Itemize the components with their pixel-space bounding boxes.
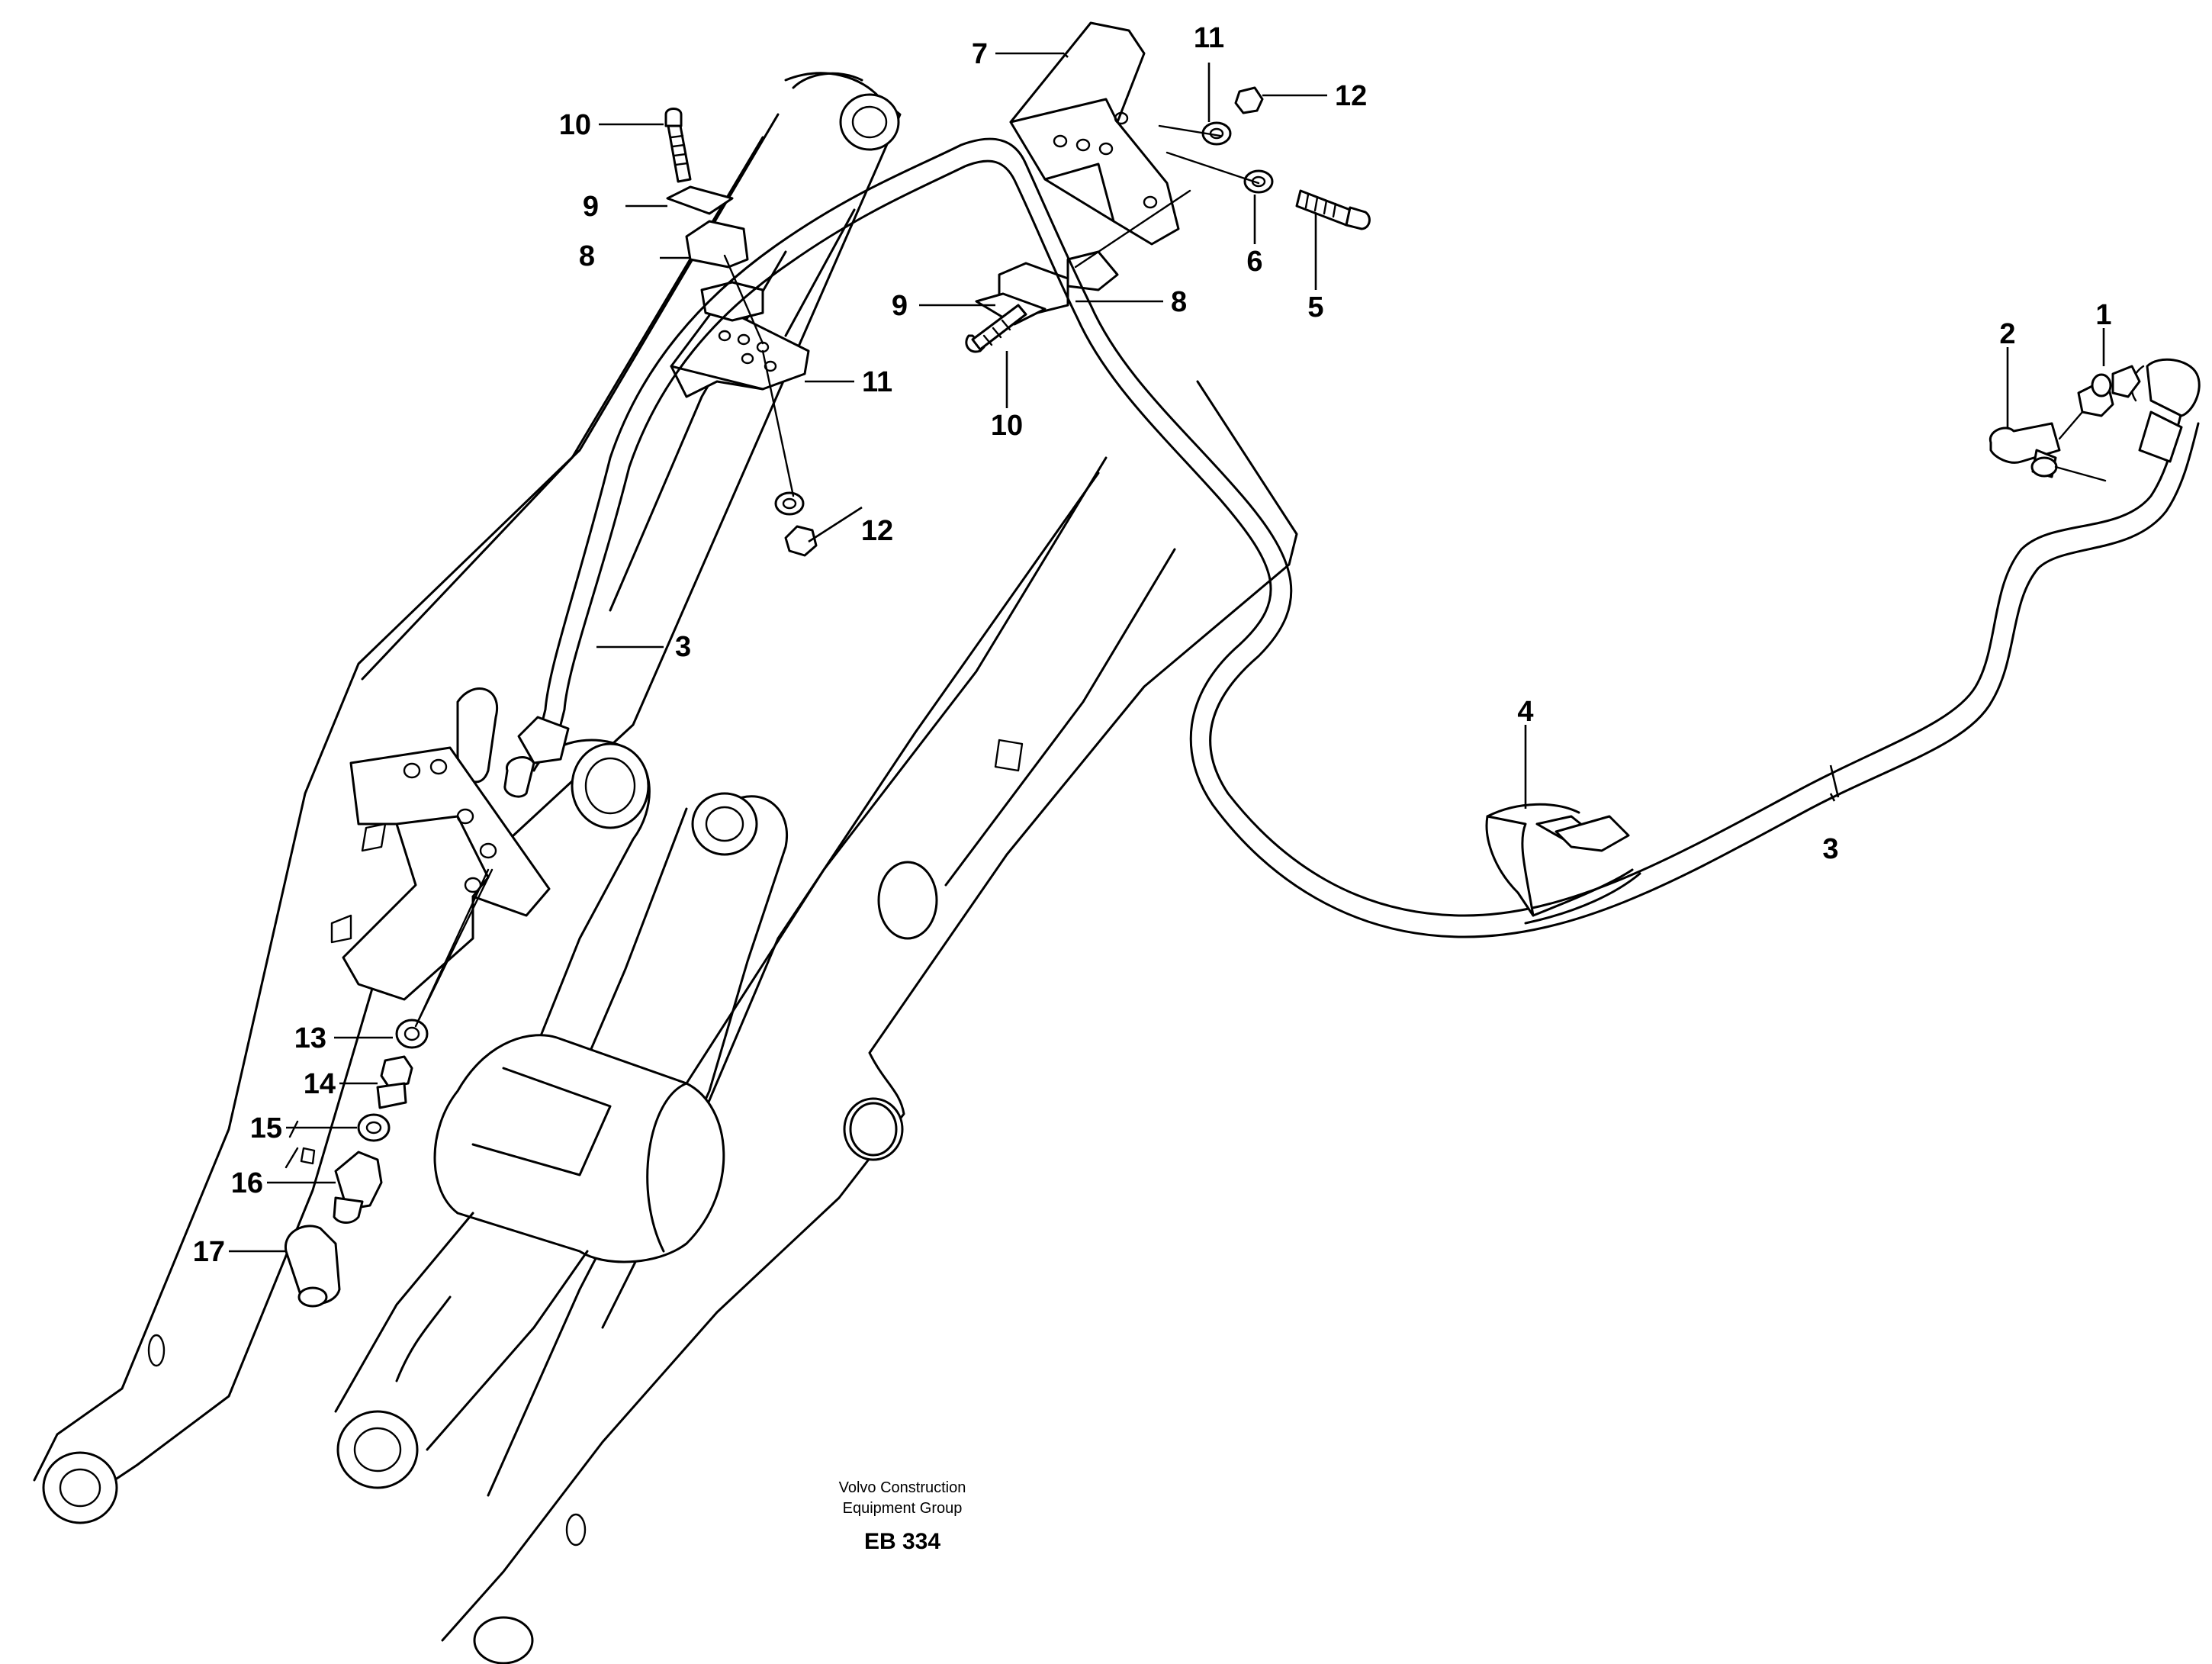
callout-9-left: 9 — [583, 191, 599, 223]
callout-14: 14 — [304, 1068, 336, 1100]
callout-3-left: 3 — [675, 631, 691, 663]
callout-3-right: 3 — [1822, 833, 1838, 865]
callout-15: 15 — [250, 1112, 282, 1144]
hose-3 — [503, 137, 2201, 938]
callout-12-top: 12 — [1335, 80, 1367, 112]
callout-5: 5 — [1307, 291, 1323, 323]
callout-10-center: 10 — [991, 410, 1023, 442]
callout-1: 1 — [2095, 299, 2111, 331]
link-rocker — [334, 739, 898, 1489]
callout-labels: 1 2 3 3 4 5 6 7 8 8 9 9 10 10 11 11 12 1… — [193, 22, 2112, 1268]
callout-4: 4 — [1517, 696, 1533, 728]
clamp-center — [965, 189, 1191, 353]
callout-7: 7 — [972, 38, 988, 70]
callout-13: 13 — [294, 1022, 326, 1054]
hose-clamp-4 — [1485, 803, 1641, 925]
pin-bore-bottom-left — [42, 1451, 118, 1524]
pin-bore-top — [839, 93, 900, 151]
footer-caption: Volvo Construction Equipment Group EB 33… — [839, 1479, 966, 1554]
diagram-code: EB 334 — [864, 1529, 940, 1554]
callout-17: 17 — [193, 1236, 225, 1268]
hole-arm-mid — [877, 861, 938, 940]
footer-line-2: Equipment Group — [843, 1500, 963, 1517]
callout-8-left: 8 — [579, 240, 595, 272]
fittings-1-2 — [1989, 365, 2141, 482]
callout-9-center: 9 — [892, 290, 908, 322]
footer-line-1: Volvo Construction — [839, 1479, 966, 1496]
callout-6: 6 — [1246, 246, 1262, 278]
sensor-parts-13-17 — [285, 868, 494, 1308]
callout-2: 2 — [1999, 318, 2015, 350]
callout-11-top: 11 — [1194, 22, 1224, 54]
callout-10-top: 10 — [559, 109, 591, 141]
clamp-bracket-left — [664, 108, 818, 557]
callout-12-mid: 12 — [861, 515, 893, 547]
lift-arm-right — [441, 380, 1298, 1664]
leader-lines — [229, 52, 2105, 1253]
callout-16: 16 — [231, 1167, 263, 1199]
callout-11-mid: 11 — [862, 366, 892, 398]
callout-8-center: 8 — [1171, 286, 1187, 318]
bracket-7 — [1009, 21, 1180, 246]
fasteners-upper-right — [1158, 86, 1371, 230]
